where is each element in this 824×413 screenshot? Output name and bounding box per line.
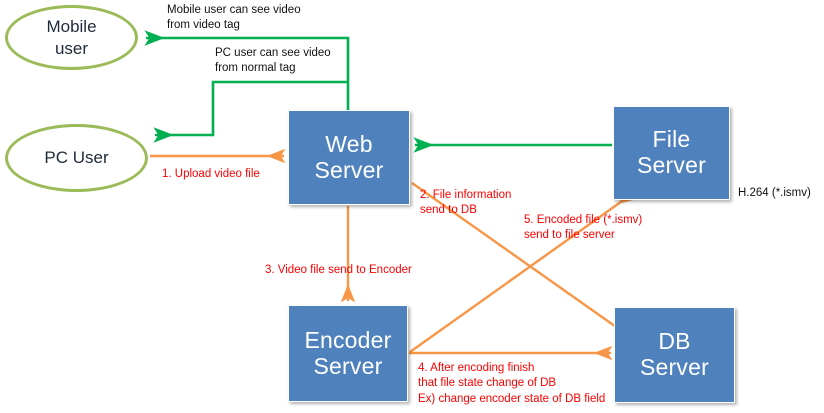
node-db-server[interactable]: DB Server	[614, 307, 735, 403]
node-mobile-user[interactable]: Mobile user	[5, 5, 138, 70]
label-pc-normal-tag: PC user can see video from normal tag	[215, 47, 331, 75]
node-db-server-label: DB Server	[640, 328, 709, 380]
connector-fileinfo-to-db	[411, 182, 642, 348]
connector-web-to-pc	[153, 80, 348, 143]
node-web-server[interactable]: Web Server	[288, 110, 410, 205]
node-web-server-label: Web Server	[314, 130, 384, 183]
label-step3-video-to-encoder: 3. Video file send to Encoder	[265, 264, 412, 276]
node-file-server-label: File Server	[637, 126, 706, 178]
label-codec-h264: H.264 (*.ismv)	[738, 187, 811, 199]
node-pc-user[interactable]: PC User	[5, 124, 148, 192]
node-mobile-user-label: Mobile user	[46, 17, 97, 58]
label-step1-upload: 1. Upload video file	[162, 168, 260, 180]
connector-encoded-to-fileserver	[409, 187, 638, 353]
node-pc-user-label: PC User	[44, 148, 109, 168]
connector-web-to-mobile	[144, 30, 350, 110]
node-encoder-server-label: Encoder Server	[304, 326, 392, 379]
node-file-server[interactable]: File Server	[613, 106, 730, 200]
label-step4-state-change: 4. After encoding finish that file state…	[418, 362, 606, 405]
node-encoder-server[interactable]: Encoder Server	[288, 305, 408, 402]
label-mobile-video-tag: Mobile user can see video from video tag	[167, 4, 301, 32]
label-step2-file-information: 2. File information send to DB	[420, 189, 512, 217]
label-step5-encoded-file: 5. Encoded file (*.ismv) send to file se…	[524, 214, 643, 242]
